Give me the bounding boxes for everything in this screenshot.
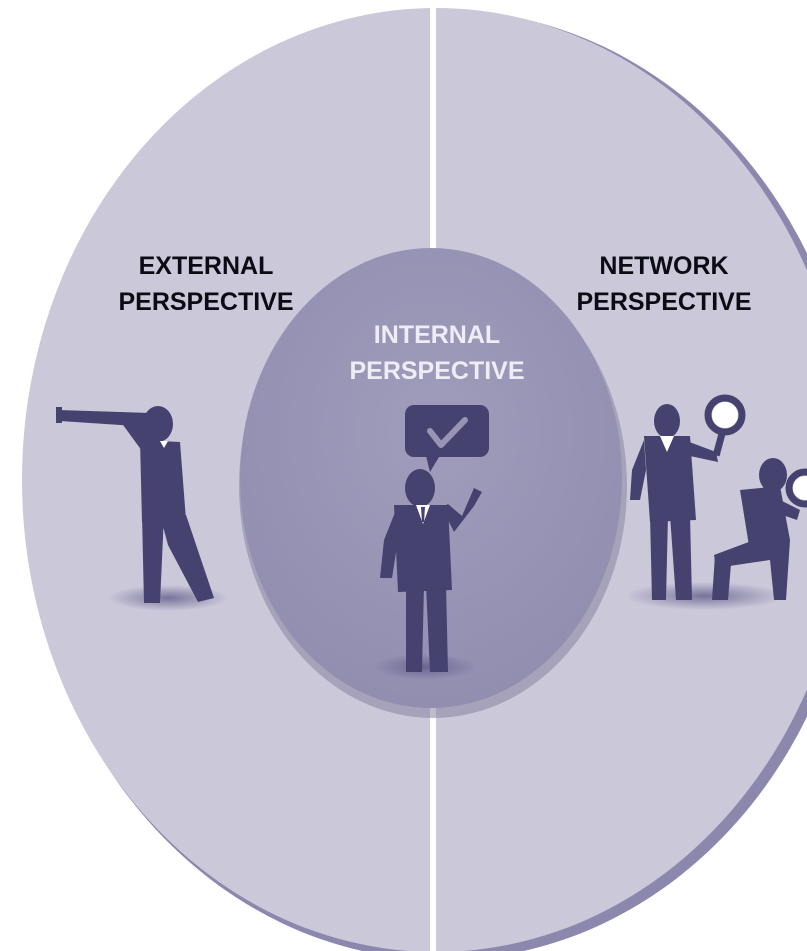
internal-label-line2: PERSPECTIVE — [349, 357, 524, 385]
external-label-line2: PERSPECTIVE — [118, 288, 293, 316]
network-perspective-label: NETWORK PERSPECTIVE — [576, 252, 751, 316]
people-with-magnifying-glass-icon — [625, 394, 807, 610]
person-with-checkmark-speech-bubble-icon — [373, 405, 489, 680]
external-perspective-label: EXTERNAL PERSPECTIVE — [118, 252, 293, 316]
network-label-line1: NETWORK — [599, 252, 728, 280]
external-label-line1: EXTERNAL — [139, 252, 274, 280]
network-label-line2: PERSPECTIVE — [576, 288, 751, 316]
internal-label-line1: INTERNAL — [374, 321, 500, 349]
internal-perspective-label: INTERNAL PERSPECTIVE — [349, 321, 524, 385]
person-with-telescope-icon — [56, 406, 228, 611]
